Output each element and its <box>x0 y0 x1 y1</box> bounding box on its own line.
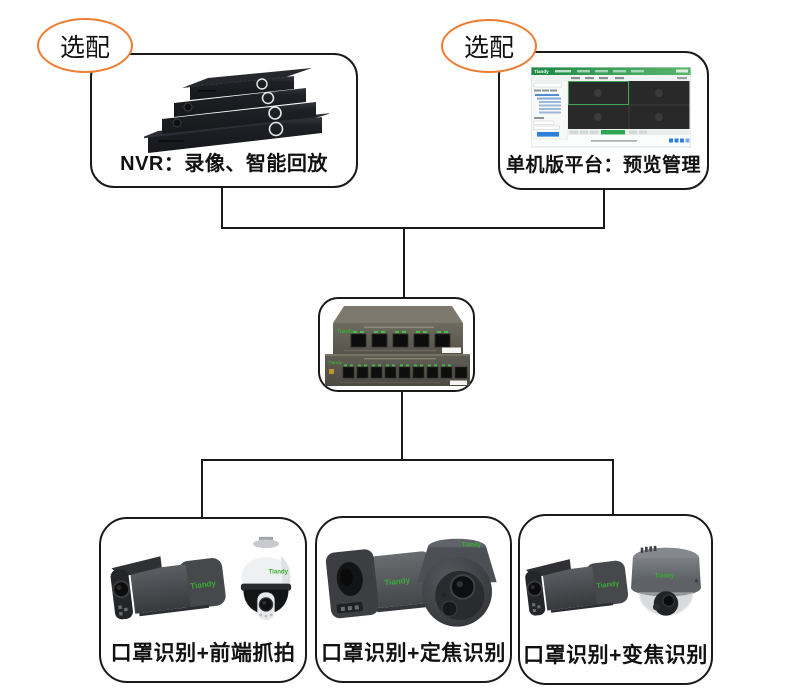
platform-title-bar: Tiandy <box>531 67 691 75</box>
connector-switch-down <box>401 391 403 461</box>
connector-top-horizontal <box>221 227 605 229</box>
nvr-unit-3 <box>162 102 316 134</box>
camera-brand-logo: Tiandy <box>190 579 217 591</box>
platform-video-grid <box>568 81 690 129</box>
turret-camera-body: Tiandy <box>417 538 497 627</box>
camera-brand-logo: Tiandy <box>462 542 482 548</box>
platform-screenshot-illustration: Tiandy <box>531 67 691 148</box>
platform-green-button <box>601 130 625 135</box>
node-nvr: NVR：录像、智能回放 <box>90 53 358 188</box>
active-video-tile <box>568 81 629 105</box>
cam-zoom-label: 口罩识别+变焦识别 <box>523 644 708 667</box>
connector-to-switch <box>403 227 405 297</box>
ptz-dome-camera-illustration: Tiandy <box>240 536 292 621</box>
nvr-label: NVR：录像、智能回放 <box>120 153 328 175</box>
cam-fixed-label: 口罩识别+定焦识别 <box>321 642 506 665</box>
platform-bottom-bar <box>568 129 690 143</box>
connector-platform-down <box>603 189 605 228</box>
optional-badge-label: 选配 <box>463 34 514 62</box>
ptz-camera-body: Tiandy <box>240 536 292 621</box>
connector-nvr-down <box>221 187 223 228</box>
switch-9port-ports <box>342 364 468 379</box>
optional-badge-nvr: 选配 <box>37 18 133 73</box>
platform-label: 单机版平台：预览管理 <box>505 155 701 176</box>
bullet-camera-body: Tiandy <box>325 549 434 619</box>
dome-camera-body: Tiandy <box>631 545 701 616</box>
connector-cam-right-down <box>612 459 614 514</box>
node-cam-capture: Tiandy Tiandy 口罩识别+前端抓拍 <box>99 517 307 683</box>
camera-brand-logo: Tiandy <box>655 572 675 579</box>
nvr-stack-illustration <box>144 68 329 153</box>
switch-9port: Tiandy <box>325 354 470 386</box>
switch-5port-ports <box>350 331 451 348</box>
platform-apply-button <box>537 132 559 137</box>
optional-badge-platform: 选配 <box>441 19 537 73</box>
optional-badge-label: 选配 <box>59 33 110 62</box>
switch-brand-logo: Tiandy <box>328 360 343 365</box>
platform-toolbar <box>531 75 691 81</box>
switch-5port: Tiandy <box>333 306 463 354</box>
turret-camera-illustration: Tiandy <box>417 538 497 627</box>
camera-brand-logo: Tiandy <box>384 576 411 588</box>
camera-brand-logo: Tiandy <box>596 580 620 591</box>
bullet-camera-body: Tiandy <box>525 559 629 616</box>
bullet-camera-illustration: Tiandy <box>110 556 226 620</box>
platform-device-tree-panel <box>531 80 568 140</box>
node-switch: Tiandy <box>318 297 475 392</box>
bullet-camera-illustration: Tiandy <box>325 549 434 619</box>
poe-switch-illustration: Tiandy <box>325 306 470 386</box>
node-cam-fixed: Tiandy Tiandy 口罩识别+定焦 <box>315 516 512 683</box>
nvr-unit-2 <box>174 88 306 117</box>
connector-bottom-horizontal <box>201 459 614 461</box>
cam-capture-label: 口罩识别+前端抓拍 <box>110 642 296 665</box>
node-platform: Tiandy <box>498 51 709 190</box>
camera-brand-logo: Tiandy <box>269 569 289 575</box>
dome-camera-illustration: Tiandy <box>631 545 701 616</box>
bullet-camera-illustration: Tiandy <box>525 559 629 616</box>
node-cam-zoom: Tiandy Tiandy <box>518 514 713 685</box>
connector-cam-left-down <box>201 459 203 517</box>
bullet-camera-body: Tiandy <box>110 556 226 620</box>
switch-brand-logo: Tiandy <box>337 329 353 335</box>
platform-brand-logo: Tiandy <box>534 69 549 74</box>
nvr-unit-1 <box>182 68 312 100</box>
